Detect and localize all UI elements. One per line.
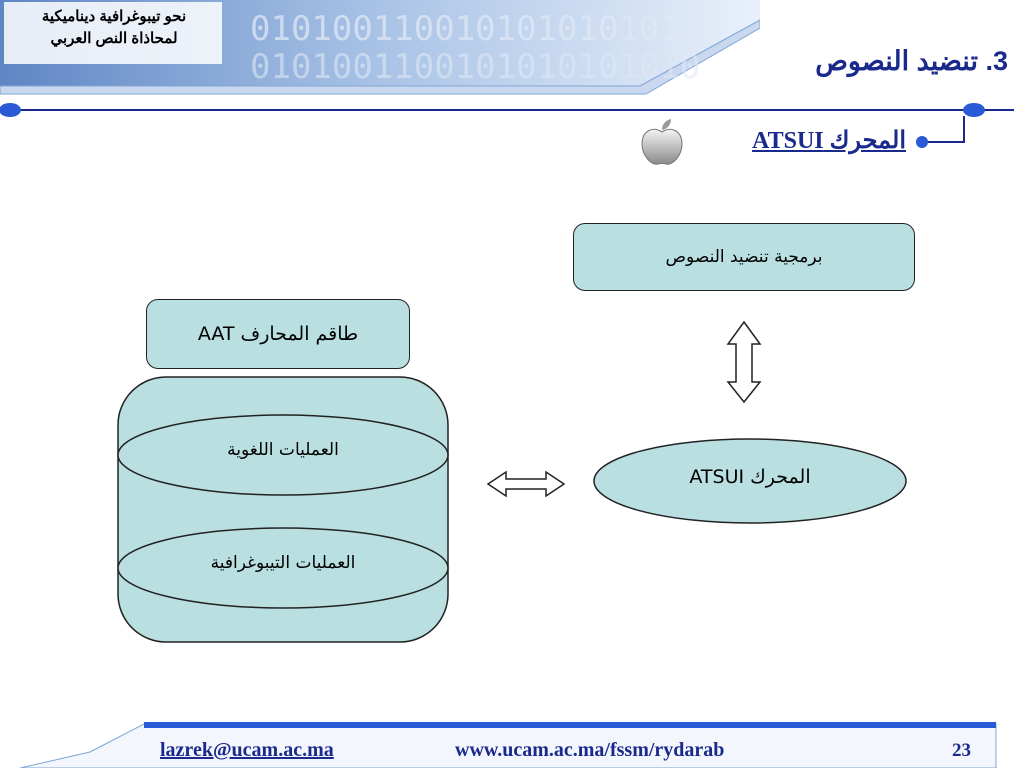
header-caption-line2: لمحاذاة النص العربي: [50, 30, 178, 47]
page-number: 23: [952, 740, 971, 761]
footer-website: www.ucam.ac.ma/fssm/rydarab: [455, 739, 725, 761]
banner-digits-row2: 0101001100101010101010: [250, 47, 700, 87]
text-layout-software-box: برمجية تنضيد النصوص: [573, 223, 915, 291]
operations-container: [117, 376, 449, 643]
header-rule: [0, 103, 1014, 117]
footer-band: [19, 722, 997, 768]
linguistic-operations-label: العمليات اللغوية: [227, 440, 339, 460]
slide-title: 3. تنضيد النصوص: [815, 46, 1008, 76]
footer-email-link[interactable]: lazrek@ucam.ac.ma: [160, 739, 334, 761]
atsui-engine-label: المحرك ATSUI: [689, 466, 811, 488]
horizontal-double-arrow-icon: [486, 470, 566, 498]
banner-digits-row1: 0101001100101010101010: [250, 9, 700, 49]
slide-subtitle: المحرك ATSUI: [752, 128, 906, 154]
rule-dot-left: [0, 103, 21, 117]
header-caption-line1: نحو تيبوغرافية ديناميكية: [41, 8, 187, 25]
apple-logo-icon: [641, 119, 683, 165]
header-banner: 0101001100101010101010 01010011001010101…: [0, 0, 760, 95]
header-caption: نحو تيبوغرافية ديناميكية لمحاذاة النص ال…: [8, 6, 220, 50]
vertical-double-arrow-icon: [726, 320, 762, 404]
bullet-connector: [916, 116, 965, 148]
rule-dot-right: [963, 103, 985, 117]
typographic-operations-label: العمليات التيبوغرافية: [210, 553, 356, 573]
aat-font-set-box: طاقم المحارف AAT: [146, 299, 410, 369]
